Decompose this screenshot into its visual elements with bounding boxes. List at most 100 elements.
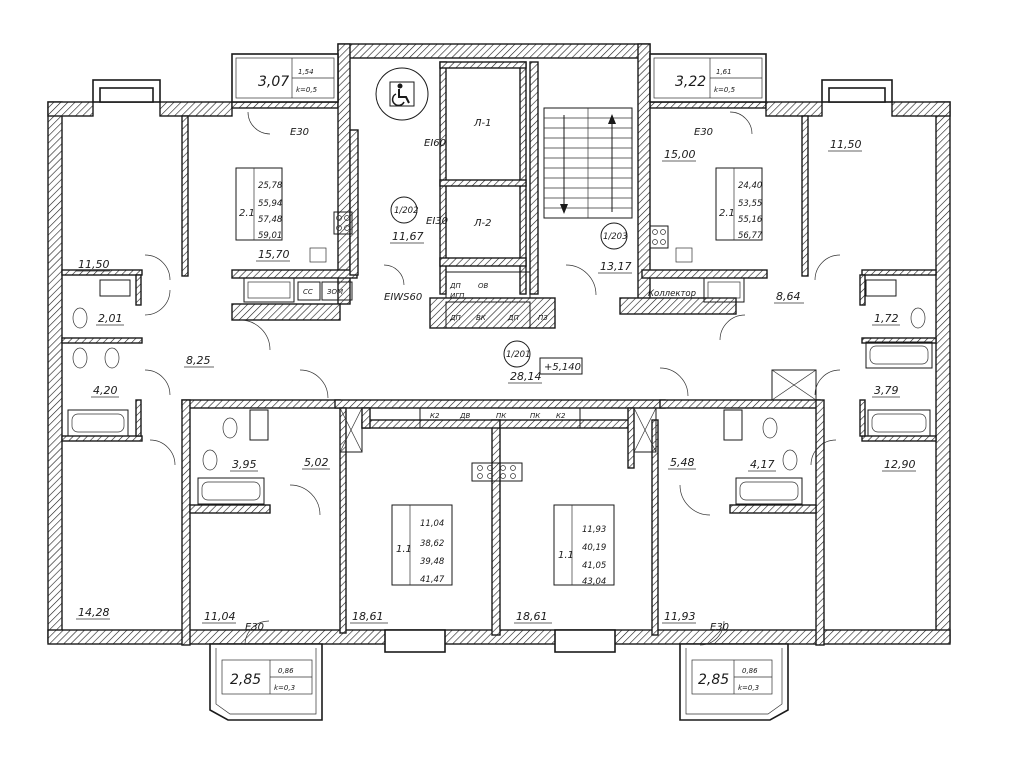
shaft-pk-2: ПК [530,412,541,420]
balcony-tl-area: 3,07 [258,74,289,90]
shaft-labels: СС ЗОМ ОВ ДП ИГП ВК ДП ДП ПЗ К2 ДВ ПК ПК… [303,282,566,420]
apt-br-type: 1.1 [558,550,574,561]
doors [144,111,841,646]
balcony-top-right: 3,22 1,61 k=0,5 [649,53,767,103]
shaft-dv: ДВ [459,412,470,420]
room-labels: 11,50 15,70 2,01 4,20 8,25 3,95 5,02 14,… [76,138,916,624]
balcony-br-net: 0,86 [742,667,758,675]
shaft-cc: СС [303,288,313,296]
fire-rating-ei30: EI30 [426,216,448,227]
balcony-tr-area: 3,22 [675,74,706,90]
room-area-3-79: 3,79 [874,384,899,397]
balcony-bl-k: k=0,3 [274,684,295,692]
apt-tr-c: 55,16 [738,215,763,225]
apt-br-a: 11,93 [582,525,606,535]
apt-tr-b: 53,55 [738,199,762,209]
shaft-pk-1: ПК [496,412,507,420]
shaft-dp-1: ДП [449,282,461,290]
room-area-28-14: 28,14 [510,370,542,383]
apt-br-d: 43,04 [582,577,606,587]
balcony-br-area: 2,85 [698,672,729,688]
apt-tl-a: 25,78 [258,181,283,191]
marker-1-202: 1/202 [394,206,419,216]
windows-top [92,79,893,653]
fire-rating-e30-bl: E30 [245,622,264,633]
room-area-15-00: 15,00 [664,148,696,161]
apt-tr-type: 2.1 [719,208,735,219]
room-area-18-61-right: 18,61 [516,610,548,623]
room-area-1-72: 1,72 [874,312,899,325]
fixtures [67,167,933,586]
shaft-zom: ЗОМ [327,288,343,296]
room-area-15-70: 15,70 [258,248,290,261]
markers: 1/202 1/203 1/201 +5,140 Л-1 Л-2 Коллект… [390,118,696,375]
room-area-3-95: 3,95 [232,458,257,471]
room-area-5-02: 5,02 [304,456,329,469]
apt-br-b: 40,19 [582,543,606,553]
lift-2-label: Л-2 [473,218,492,229]
room-area-18-61-left: 18,61 [352,610,384,623]
fire-rating-ei60: EI60 [424,138,446,149]
room-area-8-64: 8,64 [776,290,801,303]
apartment-table-bl: 1.1 11,04 38,62 39,48 41,47 [396,519,445,585]
staircase [544,108,632,218]
apartment-table-br: 1.1 11,93 40,19 41,05 43,04 [558,525,606,587]
room-area-12-90: 12,90 [884,458,916,471]
shaft-igp: ИГП [450,292,465,300]
room-area-11-50-left: 11,50 [78,258,110,271]
outer-walls [47,43,951,645]
apt-bl-d: 41,47 [420,575,445,585]
lift-1-label: Л-1 [473,118,492,129]
collector-label: Коллектор [648,289,696,299]
shaft-pz: ПЗ [538,314,548,322]
apt-br-c: 41,05 [582,561,606,571]
apt-bl-c: 39,48 [420,557,445,567]
fire-rating-e30-br: E30 [710,622,729,633]
room-area-13-17: 13,17 [600,260,632,273]
room-area-11-93: 11,93 [664,610,696,623]
room-area-5-48: 5,48 [670,456,695,469]
room-area-11-04: 11,04 [204,610,236,623]
fire-rating-eiws60: EIWS60 [384,292,422,303]
fire-ratings: E30 E30 E30 E30 EI60 EI30 EIWS60 [245,127,729,633]
shaft-k2-b: К2 [556,412,566,420]
shaft-dp-3: ДП [449,314,461,322]
balcony-br-k: k=0,3 [738,684,759,692]
balcony-bottom-left: 2,85 0,86 k=0,3 [209,643,323,721]
apt-bl-type: 1.1 [396,544,412,555]
fire-rating-e30-tl: E30 [290,127,309,138]
shaft-k2-a: К2 [430,412,440,420]
room-area-4-17: 4,17 [750,458,775,471]
apt-tl-c: 57,48 [258,215,283,225]
apt-tl-d: 59,01 [258,231,282,241]
apt-tl-b: 55,94 [258,199,282,209]
marker-1-203: 1/203 [603,232,628,242]
shaft-dp-2: ДП [507,314,519,322]
apt-tl-type: 2.1 [239,208,255,219]
marker-1-201: 1/201 [506,350,531,360]
apartment-table-tr: 2.1 24,40 53,55 55,16 56,77 [719,181,763,241]
room-area-2-01: 2,01 [98,312,123,325]
balcony-top-left: 3,07 1,54 k=0,5 [231,53,339,103]
room-area-11-50-right: 11,50 [830,138,862,151]
apt-tr-d: 56,77 [738,231,763,241]
shaft-vk: ВК [476,314,487,322]
apartment-table-tl: 2.1 25,78 55,94 57,48 59,01 [239,181,283,241]
balcony-tr-net: 1,61 [716,68,732,76]
room-area-4-20: 4,20 [93,384,118,397]
shaft-ov: ОВ [478,282,489,290]
balcony-bottom-right: 2,85 0,86 k=0,3 [679,643,789,721]
balcony-tl-k: k=0,5 [296,86,318,94]
elevation-mark: +5,140 [544,362,581,373]
apt-tr-a: 24,40 [738,181,762,191]
balcony-bl-net: 0,86 [278,667,294,675]
room-area-11-67: 11,67 [392,230,424,243]
apt-bl-b: 38,62 [420,539,444,549]
room-area-8-25: 8,25 [186,354,211,367]
fire-rating-e30-tr: E30 [694,127,713,138]
balcony-tr-k: k=0,5 [714,86,736,94]
balcony-bl-area: 2,85 [230,672,261,688]
accessibility-icon [375,67,429,121]
room-area-14-28: 14,28 [78,606,110,619]
